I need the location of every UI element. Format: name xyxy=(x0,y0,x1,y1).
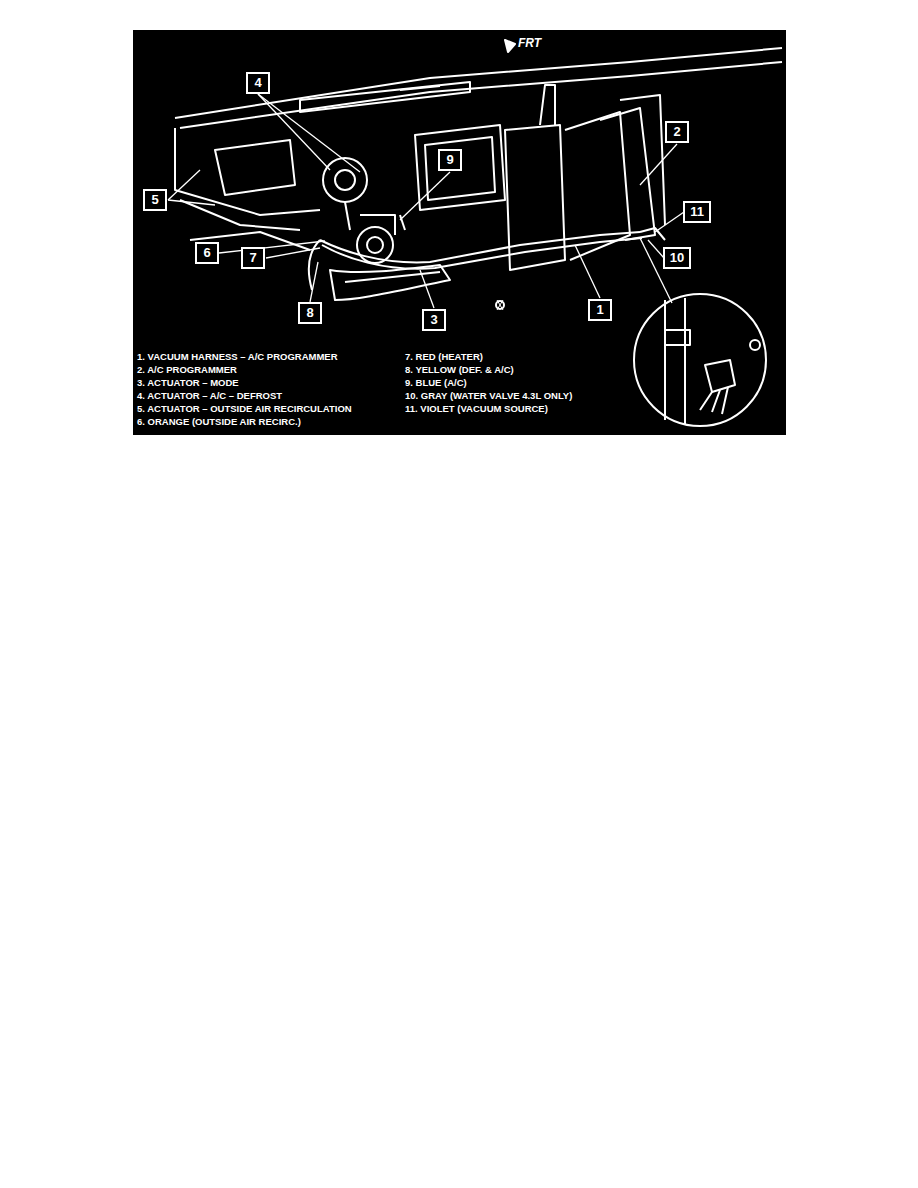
callout-box: 10 xyxy=(663,247,691,269)
callout-box: 6 xyxy=(195,242,219,264)
key-entry: 10. GRAY (WATER VALVE 4.3L ONLY) xyxy=(405,391,572,401)
callout-number: 6 xyxy=(203,245,210,260)
callout-box: 4 xyxy=(246,72,270,94)
callout-box: 7 xyxy=(241,247,265,269)
callout-number: 4 xyxy=(254,75,261,90)
callout-box: 5 xyxy=(143,189,167,211)
callout-box: 11 xyxy=(683,201,711,223)
callout-box: 9 xyxy=(438,149,462,171)
key-entry: 9. BLUE (A/C) xyxy=(405,378,467,388)
direction-label: FRT xyxy=(518,36,541,50)
callout-number: 3 xyxy=(430,312,437,327)
callout-box: 2 xyxy=(665,121,689,143)
key-entry: 6. ORANGE (OUTSIDE AIR RECIRC.) xyxy=(137,417,301,427)
callout-number: 7 xyxy=(249,250,256,265)
callout-number: 9 xyxy=(446,152,453,167)
callout-box: 3 xyxy=(422,309,446,331)
key-entry: 3. ACTUATOR – MODE xyxy=(137,378,239,388)
callout-number: 2 xyxy=(673,124,680,139)
key-entry: 7. RED (HEATER) xyxy=(405,352,483,362)
callout-number: 11 xyxy=(690,204,704,219)
key-entry: 11. VIOLET (VACUUM SOURCE) xyxy=(405,404,548,414)
callout-number: 5 xyxy=(151,192,158,207)
callout-number: 10 xyxy=(670,250,684,265)
key-entry: 8. YELLOW (DEF. & A/C) xyxy=(405,365,514,375)
key-entry: 4. ACTUATOR – A/C – DEFROST xyxy=(137,391,282,401)
key-entry: 1. VACUUM HARNESS – A/C PROGRAMMER xyxy=(137,352,338,362)
callout-number: 8 xyxy=(306,305,313,320)
callout-box: 8 xyxy=(298,302,322,324)
callout-number: 1 xyxy=(596,302,603,317)
key-entry: 5. ACTUATOR – OUTSIDE AIR RECIRCULATION xyxy=(137,404,352,414)
key-entry: 2. A/C PROGRAMMER xyxy=(137,365,237,375)
callout-box: 1 xyxy=(588,299,612,321)
